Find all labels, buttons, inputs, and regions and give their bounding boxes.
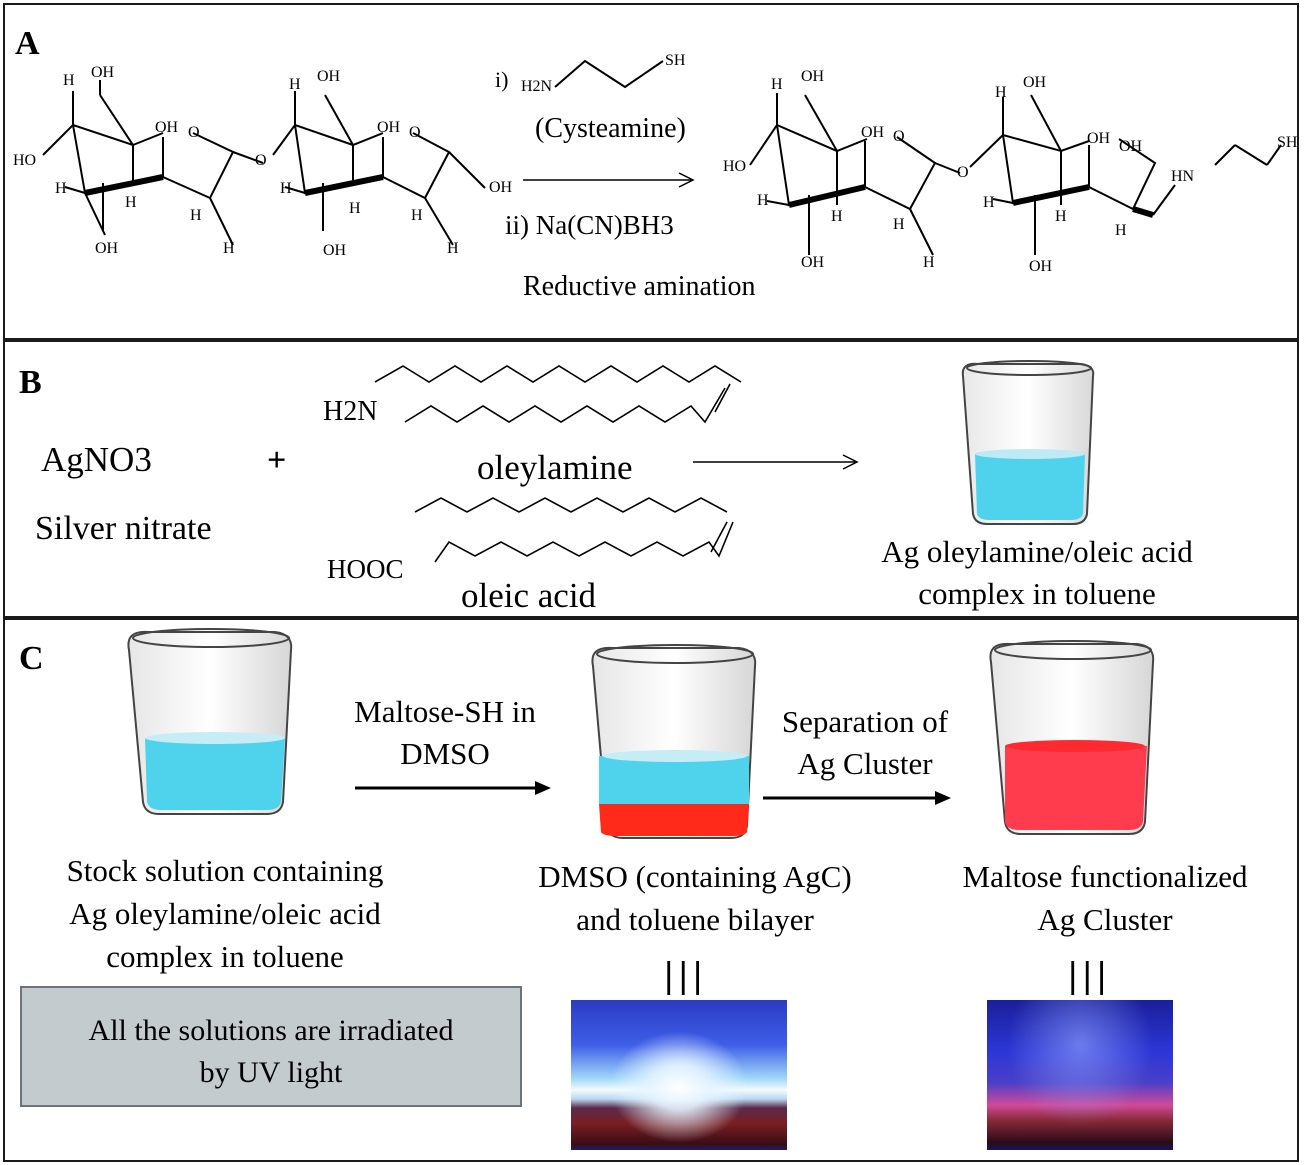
uv-photo-final: [987, 1000, 1173, 1150]
product-line1: Ag oleylamine/oleic acid: [881, 534, 1193, 569]
atom-oh: OH: [801, 254, 825, 271]
cysteamine-chain: [554, 59, 664, 89]
final-caption: Maltose functionalized Ag Cluster: [905, 856, 1304, 942]
uv-photo-bilayer: [571, 1000, 787, 1150]
stock-line2: Ag oleylamine/oleic acid: [69, 895, 381, 931]
final-line2: Ag Cluster: [1037, 901, 1173, 937]
maltose-sh-structure: [749, 93, 1282, 256]
atom-h: H: [983, 194, 995, 211]
atom-oh: OH: [1119, 138, 1143, 155]
atom-ho: HO: [13, 152, 37, 169]
atom-hn: HN: [1171, 168, 1195, 185]
atom-h: H: [995, 84, 1007, 101]
step1-line2: DMSO: [400, 736, 490, 771]
oleylamine-label: oleylamine: [477, 448, 633, 487]
atom-ho: HO: [723, 158, 747, 175]
stock-line3: complex in toluene: [106, 938, 344, 974]
atom-oh: OH: [95, 240, 119, 257]
atom-h: H: [1115, 222, 1127, 239]
maltose-structure: [42, 80, 486, 246]
atom-h: H: [125, 194, 137, 211]
reagent-1-prefix: i): [495, 67, 509, 92]
atom-h: H: [349, 200, 361, 217]
atom-o: O: [188, 124, 200, 141]
atom-h: H: [831, 208, 843, 225]
atom-sh: SH: [1277, 134, 1298, 151]
beaker-cyan: [961, 360, 1095, 525]
bilayer-caption: DMSO (containing AgC) and toluene bilaye…: [485, 856, 905, 942]
panel-label-c: C: [19, 640, 44, 677]
stock-caption: Stock solution containing Ag oleylamine/…: [15, 850, 435, 978]
plus-sign: +: [267, 442, 287, 479]
panel-c: C Maltose-SH in DMSO Separation of Ag Cl…: [3, 618, 1299, 1162]
atom-oh: OH: [1023, 74, 1047, 91]
atom-oh: OH: [861, 124, 885, 141]
atom-h: H: [923, 254, 935, 271]
reaction-arrow-c1: [355, 781, 551, 795]
atom-h: H: [63, 72, 75, 89]
atom-oh: OH: [155, 119, 179, 136]
atom-h: H: [757, 192, 769, 209]
beaker-final: [989, 640, 1155, 835]
beaker-bilayer: [591, 644, 757, 839]
atom-o: O: [255, 152, 267, 169]
atom-oh: OH: [1087, 130, 1111, 147]
equivalence-mark-2: |||: [1067, 956, 1111, 996]
reaction-arrow-b: [693, 454, 859, 470]
oleylamine-chain: [374, 365, 742, 424]
atom-oh: OH: [801, 68, 825, 85]
atom-oh: OH: [91, 64, 115, 81]
atom-h: H: [55, 180, 67, 197]
acid-group: HOOC: [327, 554, 404, 584]
reagent-2: ii) Na(CN)BH3: [505, 210, 674, 240]
panel-label-a: A: [15, 25, 40, 62]
atom-oh: OH: [377, 119, 401, 136]
note-line2: by UV light: [199, 1056, 343, 1089]
reactant-formula: AgNO3: [41, 440, 152, 479]
stock-line1: Stock solution containing: [66, 853, 384, 888]
reactant-name: Silver nitrate: [35, 510, 212, 547]
atom-oh: OH: [489, 179, 513, 196]
cysteamine-name: (Cysteamine): [535, 113, 686, 144]
atom-h: H: [223, 240, 235, 257]
panel-a: A: [3, 3, 1299, 340]
atom-h: H: [280, 180, 292, 197]
oleic-acid-label: oleic acid: [461, 576, 597, 615]
reaction-arrow-a: [523, 172, 695, 188]
final-line1: Maltose functionalized: [962, 859, 1248, 894]
equivalence-mark-1: |||: [663, 956, 707, 996]
beaker-stock: [127, 628, 293, 815]
cysteamine-sh: SH: [665, 52, 686, 69]
atom-h: H: [893, 216, 905, 233]
atom-o: O: [957, 164, 969, 181]
uv-note-box: All the solutions are irradiated by UV l…: [20, 986, 522, 1107]
amine-group: H2N: [323, 396, 378, 427]
step1-line1: Maltose-SH in: [354, 694, 536, 729]
atom-h: H: [411, 207, 423, 224]
reaction-arrow-c2: [763, 791, 951, 805]
cysteamine-nh2: H2N: [521, 78, 553, 95]
atom-o: O: [893, 128, 905, 145]
panel-b: B AgNO3 Silver nitrate + H2N oleylamine …: [3, 340, 1299, 618]
note-line1: All the solutions are irradiated: [88, 1014, 454, 1047]
reaction-name: Reductive amination: [523, 271, 756, 302]
atom-h: H: [447, 240, 459, 257]
atom-oh: OH: [1029, 258, 1053, 275]
atom-oh: OH: [317, 68, 341, 85]
atom-h: H: [289, 76, 301, 93]
atom-oh: OH: [323, 242, 347, 259]
oleic-acid-chain: [414, 497, 734, 563]
product-line2: complex in toluene: [918, 576, 1156, 611]
atom-h: H: [771, 76, 783, 93]
atom-h: H: [190, 207, 202, 224]
step2-line2: Ag Cluster: [797, 746, 933, 781]
bilayer-line1: DMSO (containing AgC): [538, 859, 852, 894]
bilayer-line2: and toluene bilayer: [576, 901, 814, 937]
atom-h: H: [1055, 208, 1067, 225]
atom-o: O: [409, 124, 421, 141]
panel-label-b: B: [19, 364, 42, 401]
step2-line1: Separation of: [781, 704, 949, 739]
